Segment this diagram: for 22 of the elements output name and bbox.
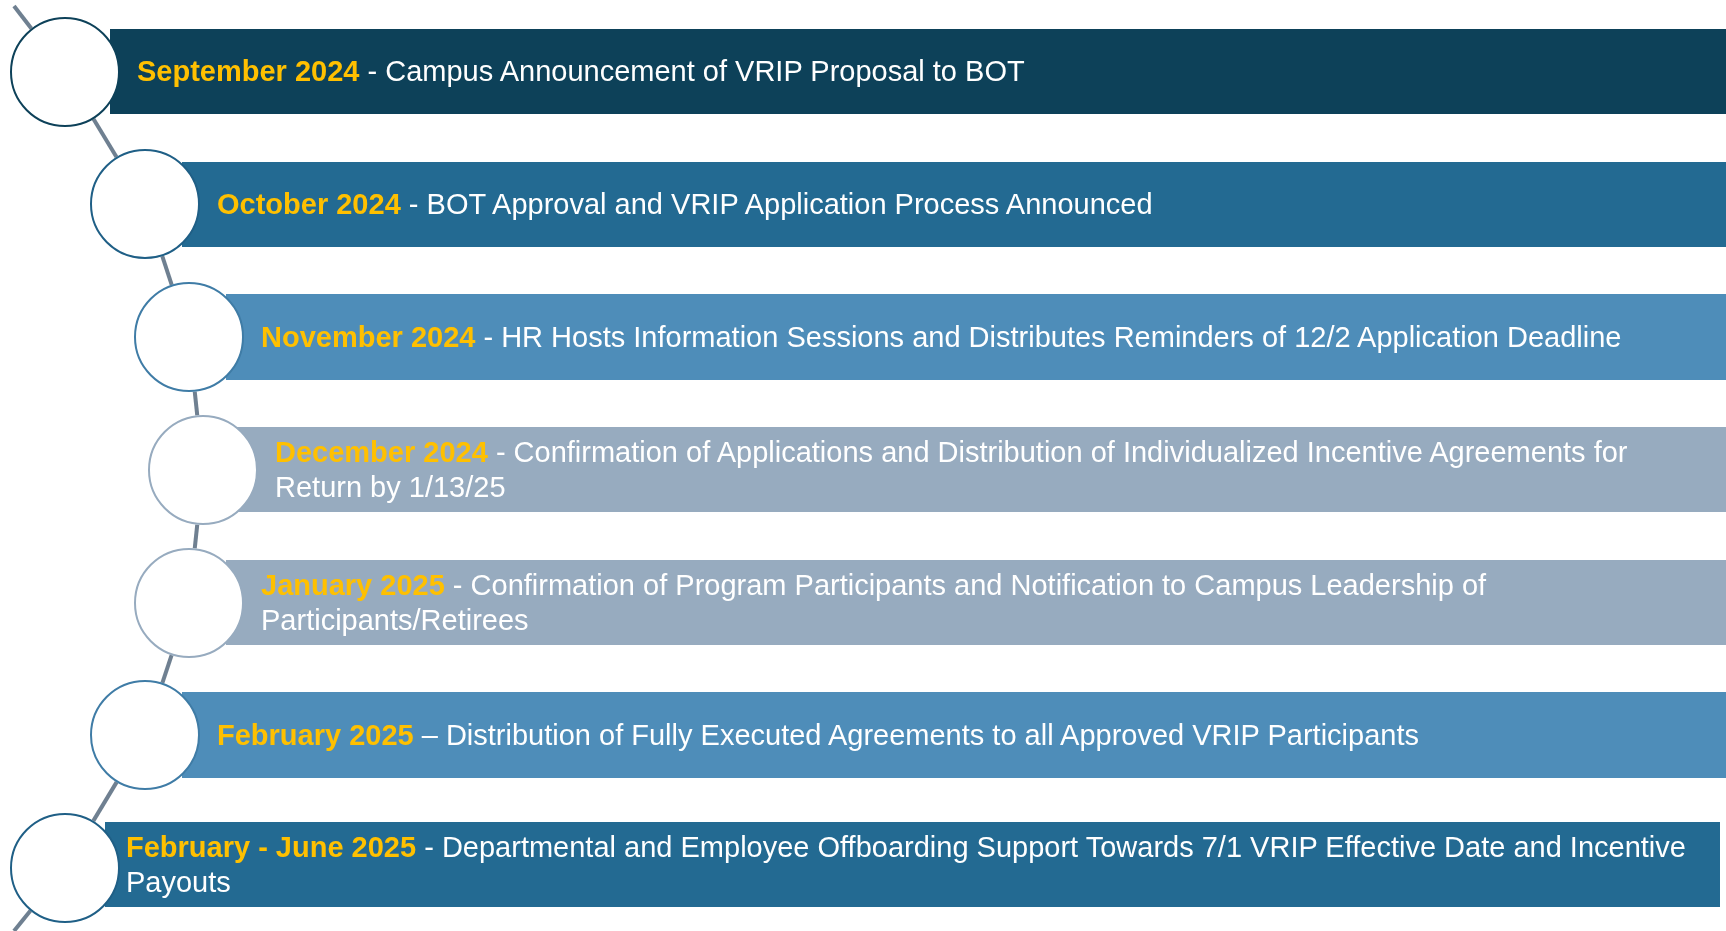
milestone-text: November 2024 - HR Hosts Information Sessions and Distributes Reminders of 12/2 Application Deadline [261, 319, 1622, 355]
connector-line [91, 118, 119, 158]
milestone-text: February - June 2025 - Departmental and Employee Offboarding Support Towards 7/1 VRIP Effective Date and Incentive Payouts [126, 829, 1687, 900]
milestone-text: December 2024 - Confirmation of Applications and Distribution of Individualized Incentive Agreements for Return by 1/13/25 [275, 434, 1629, 505]
timeline-bar [105, 822, 1720, 907]
connector-line [91, 781, 119, 822]
connector-line [192, 391, 200, 416]
connector-line [160, 255, 174, 286]
milestone-text: September 2024 - Campus Announcement of VRIP Proposal to BOT [137, 54, 1025, 89]
connector-line [12, 4, 33, 30]
timeline-bar [182, 692, 1726, 778]
timeline-bar [110, 29, 1726, 114]
connector-line [160, 654, 174, 684]
connector-line [12, 909, 32, 931]
timeline-bar [182, 162, 1726, 247]
timeline-bar [226, 294, 1726, 380]
timeline-bar [226, 560, 1726, 645]
connector-line [192, 524, 200, 549]
milestone-text: January 2025 - Confirmation of Program Participants and Notification to Campus Leadership of Participants/Retirees [261, 567, 1488, 638]
milestone-text: October 2024 - BOT Approval and VRIP Application Process Announced [217, 187, 1153, 222]
milestone-text: February 2025 – Distribution of Fully Executed Agreements to all Approved VRIP Participants [217, 717, 1419, 753]
timeline-bar [237, 427, 1726, 512]
